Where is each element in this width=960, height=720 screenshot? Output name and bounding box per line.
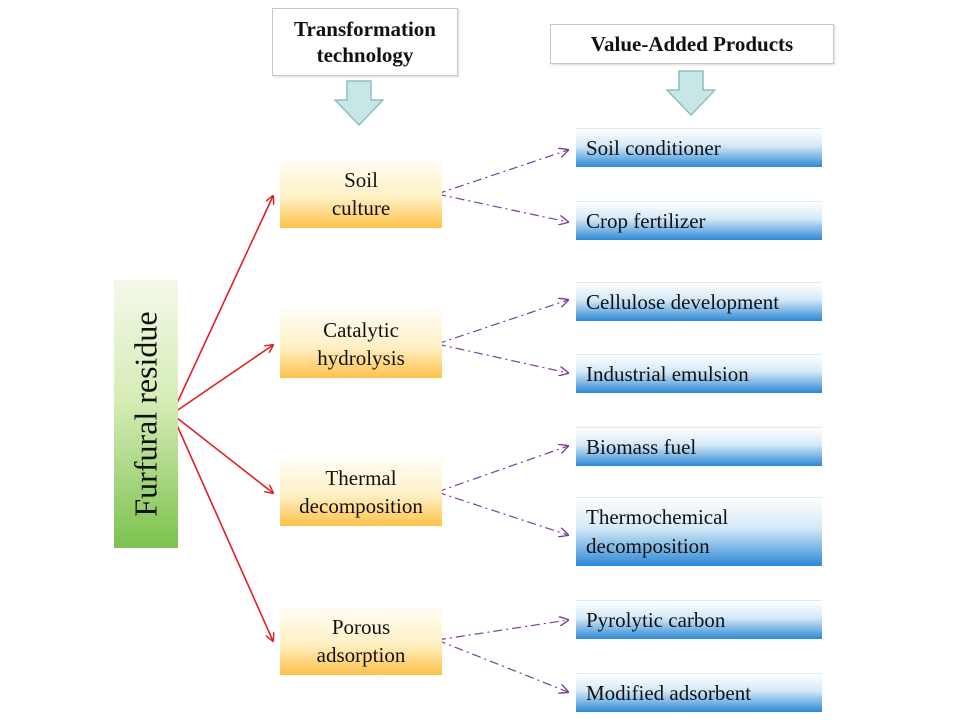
soil-culture-to-crop-fertilizer-arrow (436, 193, 568, 222)
value-added-products-header-label: Value-Added Products (590, 32, 794, 56)
product-node-label: Soil conditioner (586, 135, 721, 160)
product-node-biomass-fuel: Biomass fuel (576, 427, 822, 466)
product-node-pyrolytic-carbon: Pyrolytic carbon (576, 600, 822, 639)
tech-node-label: Soil culture (331, 168, 391, 220)
furfural-residue-label: Furfural residue (128, 311, 165, 517)
product-node-thermochemical-decomposition: Thermochemical decomposition (576, 497, 822, 566)
down-arrow-icon (666, 70, 716, 116)
product-node-label: Crop fertilizer (586, 208, 706, 233)
root-to-porous-adsorption-arrow (171, 413, 273, 641)
tech-node-porous-adsorption: Porous adsorption (280, 607, 442, 675)
product-node-modified-adsorbent: Modified adsorbent (576, 673, 822, 712)
product-node-label: Modified adsorbent (586, 680, 752, 705)
product-node-cellulose-development: Cellulose development (576, 282, 822, 321)
catalytic-hydrolysis-to-industrial-emulsion-arrow (436, 343, 568, 373)
product-node-crop-fertilizer: Crop fertilizer (576, 201, 822, 240)
transformation-technology-header-label: Transformation technology (294, 17, 436, 67)
tech-node-label: Porous adsorption (316, 615, 406, 667)
tech-node-thermal-decomposition: Thermal decomposition (280, 458, 442, 526)
product-node-label: Biomass fuel (586, 434, 697, 459)
product-node-industrial-emulsion: Industrial emulsion (576, 354, 822, 393)
product-node-label: Industrial emulsion (586, 361, 749, 386)
product-node-label: Pyrolytic carbon (586, 607, 726, 632)
furfural-residue-node: Furfural residue (114, 280, 178, 548)
tech-node-label: Thermal decomposition (299, 466, 423, 518)
root-to-thermal-decomposition-arrow (171, 413, 273, 493)
tech-node-label: Catalytic hydrolysis (317, 318, 405, 370)
thermal-decomposition-to-biomass-fuel-arrow (436, 446, 568, 493)
porous-adsorption-to-modified-adsorbent-arrow (436, 639, 568, 692)
product-node-label: Cellulose development (586, 289, 780, 314)
product-node-soil-conditioner: Soil conditioner (576, 128, 822, 167)
porous-adsorption-to-pyrolytic-carbon-arrow (436, 620, 568, 641)
thermal-decomposition-to-thermochemical-decomposition-arrow (436, 491, 568, 535)
root-to-soil-culture-arrow (171, 196, 273, 415)
soil-culture-to-soil-conditioner-arrow (436, 150, 568, 195)
transformation-technology-header: Transformation technology (272, 8, 458, 76)
root-to-catalytic-hydrolysis-arrow (171, 345, 273, 415)
product-node-label: Thermochemical decomposition (586, 505, 729, 558)
tech-node-soil-culture: Soil culture (280, 160, 442, 228)
down-arrow-icon (334, 80, 384, 126)
value-added-products-header: Value-Added Products (550, 24, 834, 64)
catalytic-hydrolysis-to-cellulose-development-arrow (436, 300, 568, 345)
tech-node-catalytic-hydrolysis: Catalytic hydrolysis (280, 310, 442, 378)
